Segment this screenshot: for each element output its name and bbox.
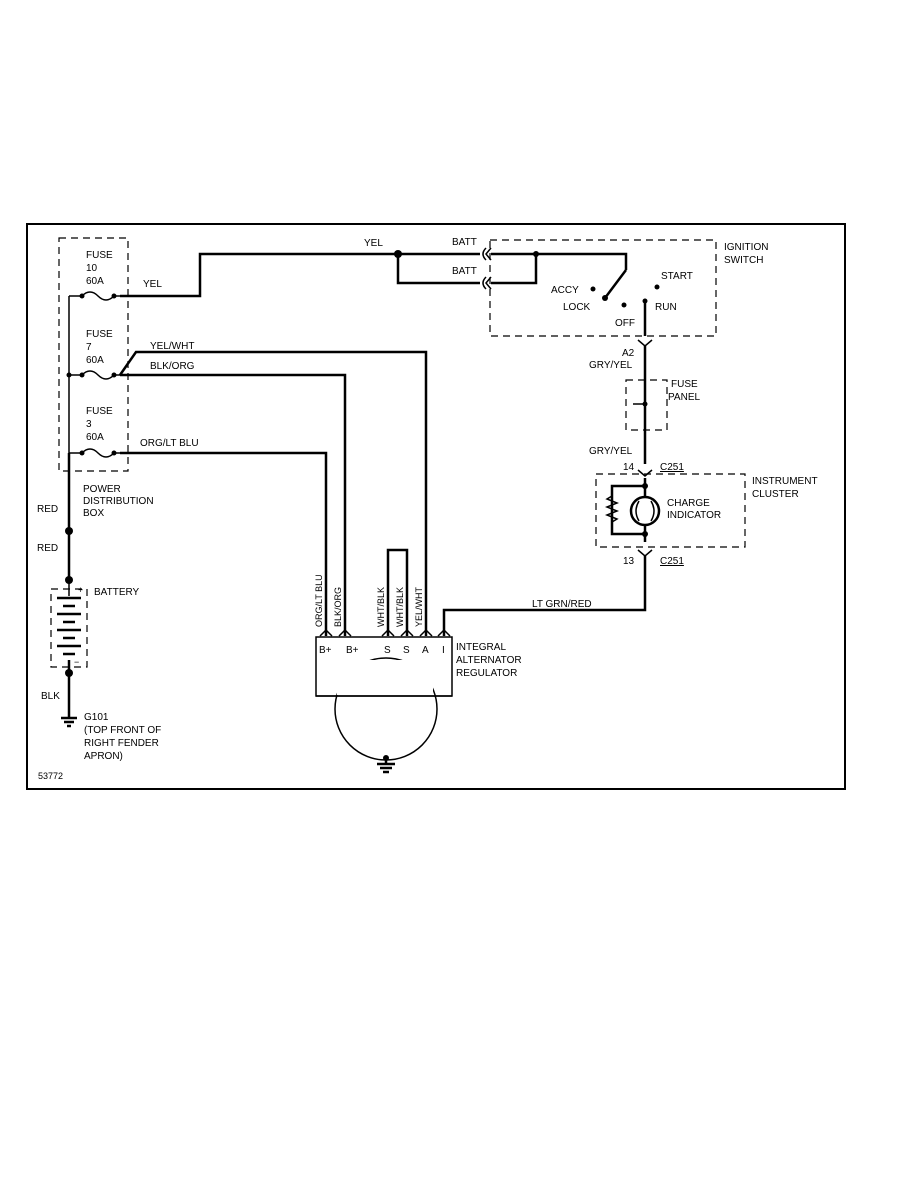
battery-minus-sign: − <box>74 657 79 667</box>
ignition-switch: IGNITION SWITCH BATT BATT ACCY LOCK OFF … <box>452 237 768 337</box>
ignition-switch-label-2: SWITCH <box>724 255 763 266</box>
fuse-3-number: 3 <box>86 419 92 430</box>
fuse-7-name: FUSE <box>86 329 113 340</box>
switch-position-start: START <box>661 271 693 282</box>
diagram-frame <box>26 223 846 790</box>
fuse-3-element <box>69 448 120 458</box>
pdb-label-line-3: BOX <box>83 508 104 519</box>
fuse-panel-label-2: PANEL <box>668 392 700 403</box>
c251-bottom-connector-icon <box>637 549 653 557</box>
wire-label-gry-yel-2: GRY/YEL <box>589 446 633 457</box>
fuse-10-name: FUSE <box>86 250 113 261</box>
a2-connector-icon <box>637 339 653 347</box>
wire-label-blk: BLK <box>41 691 60 702</box>
c251-top-connector-icon <box>637 469 653 477</box>
wire-label-gry-yel-1: GRY/YEL <box>589 360 633 371</box>
instrument-cluster: 14 C251 INSTRUMENT CLUSTER CHARGE INDICA… <box>595 462 818 567</box>
cluster-connector-bottom: C251 <box>660 556 684 567</box>
batt-label-1: BATT <box>452 237 477 248</box>
alternator-ground-icon <box>377 755 395 774</box>
instrument-cluster-label-1: INSTRUMENT <box>752 476 818 487</box>
fuse-7-rating: 60A <box>86 355 104 366</box>
ground-label-line-3: RIGHT FENDER <box>84 738 159 749</box>
wire-label-yel-top: YEL <box>364 238 383 249</box>
diagram-id: 53772 <box>38 771 63 781</box>
fuse-panel-fuse-icon <box>633 401 648 407</box>
ground-g101-icon <box>61 716 77 728</box>
ground-label-line-2: (TOP FRONT OF <box>84 725 161 736</box>
battery-circuit: RED RED + − BATTERY BLK G101 (TOP FRONT … <box>37 453 161 762</box>
lt-grn-red-circuit: LT GRN/RED <box>442 556 647 636</box>
vert-label-wht-blk-1: WHT/BLK <box>376 587 386 627</box>
batt-label-2: BATT <box>452 266 477 277</box>
fuse-7-element <box>66 370 120 380</box>
charge-indicator-label-2: INDICATOR <box>667 510 721 521</box>
gry-yel-circuit: A2 GRY/YEL FUSE PANEL GRY/YEL <box>589 339 700 464</box>
fuse-7-number: 7 <box>86 342 92 353</box>
wire-label-org-lt-blu: ORG/LT BLU <box>140 438 199 449</box>
battery-cells-icon <box>57 596 81 656</box>
power-distribution-box-outline <box>58 237 129 472</box>
fuse-3-rating: 60A <box>86 432 104 443</box>
terminal-s-1: S <box>384 645 391 656</box>
fuse-10-element <box>69 291 120 301</box>
vert-label-blk-org: BLK/ORG <box>333 587 343 627</box>
vert-label-yel-wht: YEL/WHT <box>414 586 424 627</box>
terminal-i: I <box>442 645 445 656</box>
terminal-a: A <box>422 645 429 656</box>
ground-label-line-1: G101 <box>84 712 109 723</box>
alternator-feed-wires: YEL/WHT BLK/ORG ORG/LT BLU ORG/LT BLU BL… <box>118 341 428 636</box>
switch-position-off: OFF <box>615 318 635 329</box>
switch-position-lock: LOCK <box>563 302 591 313</box>
pdb-label-line-1: POWER <box>83 484 121 495</box>
power-distribution-box: FUSE 10 60A FUSE 7 60A FUSE 3 60A <box>58 237 154 519</box>
terminal-s-2: S <box>403 645 410 656</box>
alternator-terminal-connectors <box>319 628 451 637</box>
charge-indicator-label-1: CHARGE <box>667 498 710 509</box>
terminal-b-plus-1: B+ <box>319 645 332 656</box>
wire-label-lt-grn-red: LT GRN/RED <box>532 599 592 610</box>
cluster-pin-14: 14 <box>623 462 635 473</box>
battery-plus-sign: + <box>78 585 83 595</box>
cluster-connector-top: C251 <box>660 462 684 473</box>
vert-label-org-lt-blu: ORG/LT BLU <box>314 574 324 627</box>
charge-indicator-bulb-icon <box>629 486 661 534</box>
ignition-switch-label-1: IGNITION <box>724 242 768 253</box>
resistor-icon <box>604 495 620 523</box>
terminal-b-plus-2: B+ <box>346 645 359 656</box>
alternator-label-2: ALTERNATOR <box>456 655 522 666</box>
battery-symbol <box>50 588 88 668</box>
wire-label-red-1: RED <box>37 504 58 515</box>
alternator-label-1: INTEGRAL <box>456 642 506 653</box>
wire-label-yel-fuse: YEL <box>143 279 162 290</box>
ignition-switch-outline <box>489 239 717 337</box>
vert-label-wht-blk-2: WHT/BLK <box>395 587 405 627</box>
wire-label-red-2: RED <box>37 543 58 554</box>
alternator-label-3: REGULATOR <box>456 668 517 679</box>
switch-position-run: RUN <box>655 302 677 313</box>
fuse-10-rating: 60A <box>86 276 104 287</box>
batt-connector-1-icon <box>482 247 487 261</box>
pdb-label-line-2: DISTRIBUTION <box>83 496 154 507</box>
fuse-panel-label-1: FUSE <box>671 379 698 390</box>
cluster-pin-13: 13 <box>623 556 635 567</box>
yel-circuit: YEL YEL <box>120 238 480 298</box>
instrument-cluster-label-2: CLUSTER <box>752 489 799 500</box>
wire-label-yel-wht: YEL/WHT <box>150 341 194 352</box>
battery-label: BATTERY <box>94 587 140 598</box>
fuse-10-number: 10 <box>86 263 98 274</box>
switch-position-accy: ACCY <box>551 285 579 296</box>
batt-connector-2-icon <box>482 276 487 290</box>
fuse-panel-outline <box>625 379 668 431</box>
fuse-3-name: FUSE <box>86 406 113 417</box>
wire-label-blk-org: BLK/ORG <box>150 361 195 372</box>
connector-label-a2: A2 <box>622 348 635 359</box>
integral-alternator-regulator: B+ B+ S S A I INTEGRAL ALTERNATOR REGULA… <box>315 628 522 774</box>
instrument-cluster-outline <box>595 473 746 548</box>
ground-label-line-4: APRON) <box>84 751 123 762</box>
switch-blade <box>604 269 627 299</box>
